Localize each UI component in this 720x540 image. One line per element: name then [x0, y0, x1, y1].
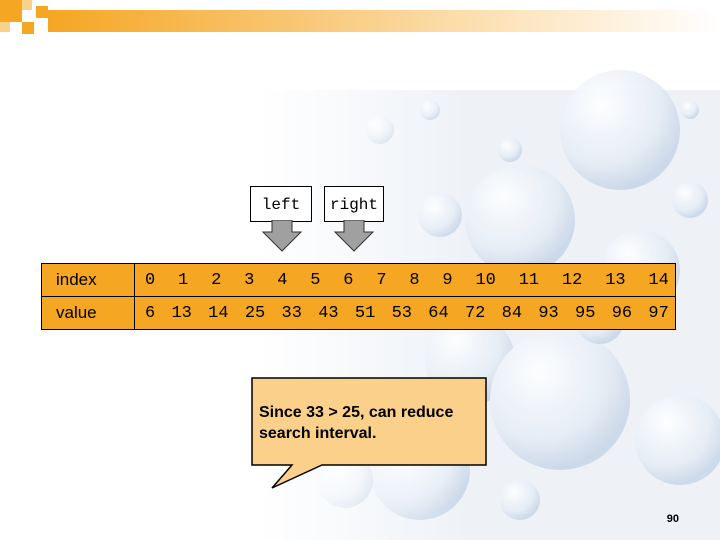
value-cell: 93: [538, 303, 559, 323]
value-cell: 96: [611, 303, 633, 323]
index-cell: 8: [409, 270, 420, 290]
right-pointer-label: right: [324, 186, 384, 222]
value-cell: 51: [354, 303, 376, 323]
callout-text: Since 33 > 25, can reduce search interva…: [259, 402, 485, 444]
index-cell: 7: [376, 270, 387, 290]
down-arrow-icon: [262, 220, 302, 252]
index-cell: 6: [343, 270, 354, 290]
value-cell: 84: [501, 303, 523, 323]
index-cell: 5: [310, 270, 321, 290]
left-pointer: left: [250, 186, 312, 252]
corner-square: [22, 0, 32, 10]
corner-square: [0, 0, 22, 22]
value-cell: 25: [244, 303, 266, 323]
index-row-label: index: [41, 263, 135, 297]
value-cell: 95: [575, 303, 596, 323]
index-cell: 14: [648, 270, 669, 290]
index-cell: 3: [244, 270, 255, 290]
index-cell: 2: [211, 270, 222, 290]
right-pointer: right: [324, 186, 384, 252]
down-arrow-icon: [334, 220, 374, 252]
index-cell: 9: [442, 270, 453, 290]
value-cell: 6: [145, 303, 156, 323]
index-cell: 13: [605, 270, 626, 290]
value-cell: 13: [171, 303, 192, 323]
index-cell: 0: [145, 270, 156, 290]
value-cell: 14: [208, 303, 229, 323]
value-cell: 53: [391, 303, 413, 323]
index-cell: 4: [277, 270, 288, 290]
left-pointer-label: left: [250, 186, 312, 222]
index-cell: 11: [518, 270, 540, 290]
callout-line: search interval.: [259, 425, 377, 442]
index-cell: 1: [178, 270, 189, 290]
value-cell: 97: [648, 303, 669, 323]
index-cell: 12: [561, 270, 583, 290]
corner-square: [0, 22, 10, 32]
header-stripe: [48, 10, 720, 32]
index-cell: 10: [475, 270, 496, 290]
value-cell: 64: [428, 303, 449, 323]
corner-square: [36, 6, 48, 18]
page-number: 90: [666, 513, 679, 525]
corner-square: [22, 22, 34, 34]
value-cell: 43: [318, 303, 339, 323]
callout-line: Since 33 > 25, can reduce: [259, 404, 454, 421]
value-cells: 6 13 14 25 33 43 51 53 64 72 84 93 95 96 97: [135, 304, 675, 323]
value-cell: 72: [464, 303, 486, 323]
value-cell: 33: [281, 303, 302, 323]
